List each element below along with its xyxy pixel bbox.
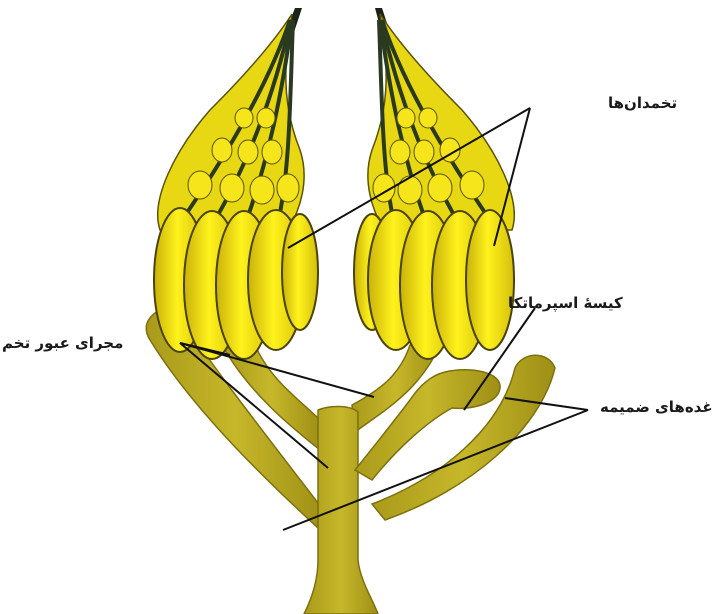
oviduct-label: مجرای عبور تخم [2,336,123,351]
right-ovary [354,8,514,359]
ovaries-label: تخمدان‌ها [608,96,677,111]
accessory-glands-label: غده‌های ضمیمه [600,400,713,415]
spermatheca-label: کیسهٔ اسپرماتکا [508,296,623,311]
left-ovary [154,8,318,359]
